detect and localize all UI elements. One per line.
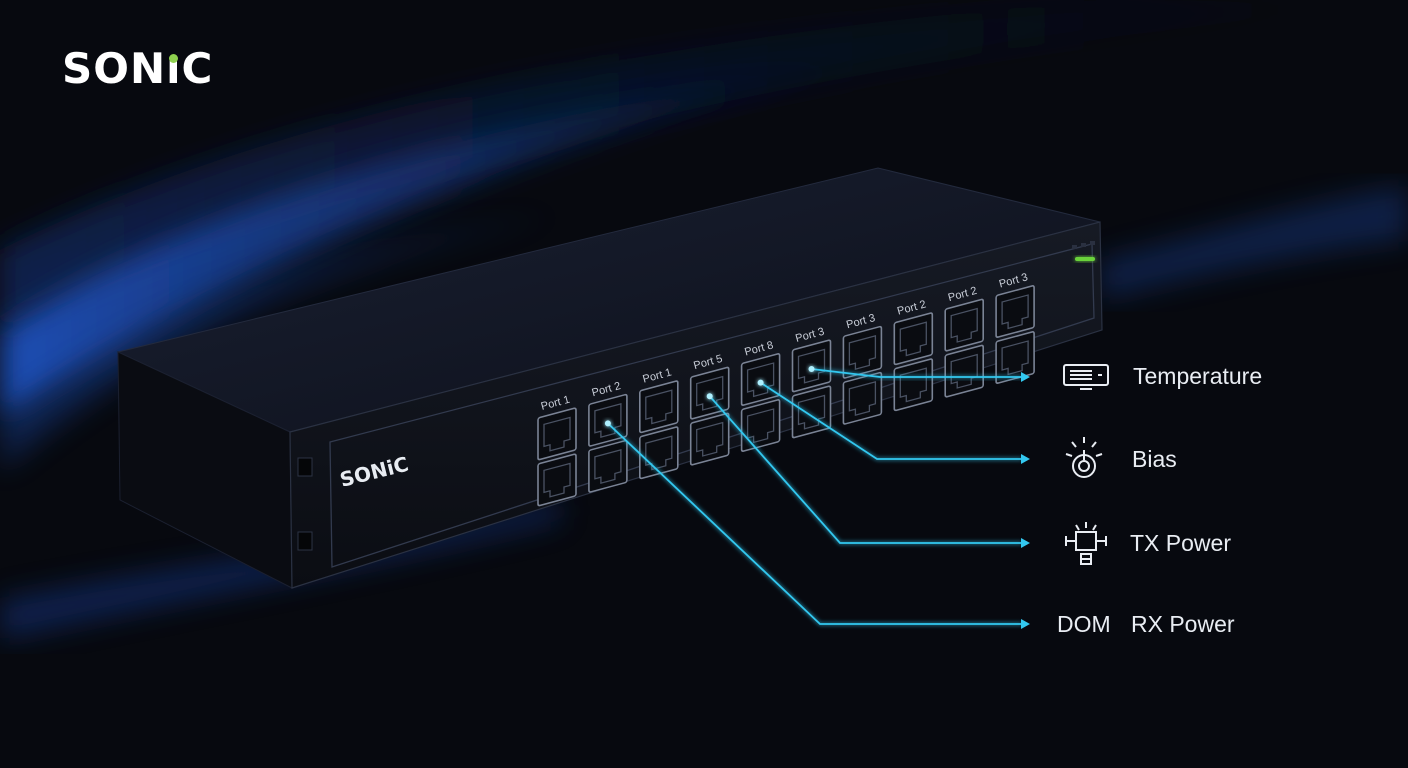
rj45-jack xyxy=(791,339,832,393)
connector-bias xyxy=(760,381,1022,460)
connector-rx-power xyxy=(607,422,1022,625)
port-glow-dot xyxy=(706,393,713,400)
rack-ear-slot xyxy=(297,531,313,551)
rj45-jack xyxy=(842,325,883,379)
rack-ear-slot xyxy=(297,457,313,477)
arrowhead xyxy=(1021,538,1030,548)
arrowhead xyxy=(1021,372,1030,382)
ethernet-port xyxy=(638,380,679,480)
rj45-jack-inner xyxy=(543,416,571,452)
port-glow-dot xyxy=(808,366,815,372)
callout-connectors xyxy=(604,366,1030,629)
rj45-jack-inner xyxy=(797,394,826,430)
rj45-jack-inner xyxy=(848,381,877,417)
connector-temperature xyxy=(811,368,1022,378)
rj45-jack xyxy=(995,285,1035,338)
rj45-jack xyxy=(689,412,730,466)
rj45-jack-inner xyxy=(746,408,775,444)
tx-transmitter-icon xyxy=(1064,520,1108,575)
arrowhead xyxy=(1021,619,1030,629)
ethernet-port xyxy=(740,353,781,452)
rj45-jack-inner xyxy=(899,321,927,357)
rj45-jack-inner xyxy=(594,449,622,485)
rj45-jack xyxy=(537,453,577,507)
callout-label-temperature: Temperature xyxy=(1133,363,1263,389)
thermometer-display-icon xyxy=(1062,362,1110,397)
rj45-jack xyxy=(893,358,934,412)
status-led-off xyxy=(1072,245,1077,249)
rj45-jack xyxy=(537,407,577,461)
logo-letter-i: ı xyxy=(166,44,182,93)
port-glow-dot xyxy=(604,420,611,427)
ethernet-port xyxy=(537,407,577,507)
rj45-jack-inner xyxy=(645,435,673,471)
rj45-jack-inner xyxy=(746,362,775,398)
logo-i-dot xyxy=(169,54,179,63)
rj45-jack-inner xyxy=(950,353,978,389)
rj45-jack xyxy=(740,399,781,452)
callout-label-tx-power: TX Power xyxy=(1130,530,1231,556)
rj45-jack xyxy=(791,385,832,439)
arrowhead xyxy=(1021,454,1030,464)
rj45-jack xyxy=(893,312,934,366)
callout-label-dom: DOM xyxy=(1057,611,1111,637)
rj45-jack xyxy=(588,439,628,493)
switch-front-bezel xyxy=(329,243,1095,568)
ethernet-port xyxy=(893,312,934,412)
status-led xyxy=(1075,257,1095,261)
rj45-jack-inner xyxy=(797,348,826,384)
rj45-jack-inner xyxy=(696,375,724,411)
rj45-jack-inner xyxy=(950,307,978,343)
rj45-jack-inner xyxy=(1001,340,1029,376)
ethernet-port xyxy=(944,298,985,398)
status-led-off xyxy=(1090,241,1095,245)
connector-tx-power xyxy=(709,395,1022,544)
rj45-jack-inner xyxy=(645,389,673,425)
callout-label-rx-power: RX Power xyxy=(1131,611,1235,637)
ethernet-port xyxy=(791,339,832,439)
callout-label-bias: Bias xyxy=(1132,446,1177,472)
rj45-jack xyxy=(740,353,781,406)
rj45-jack-inner xyxy=(1001,294,1029,330)
rj45-jack xyxy=(638,426,679,480)
bias-dial-icon xyxy=(1064,434,1104,489)
rj45-jack-inner xyxy=(543,462,571,498)
rj45-jack xyxy=(842,371,883,425)
rj45-jack-inner xyxy=(848,335,877,371)
ethernet-port xyxy=(842,325,883,425)
status-led-off xyxy=(1081,243,1086,247)
rj45-jack-inner xyxy=(696,421,724,457)
rj45-jack xyxy=(995,331,1035,384)
rj45-jack-inner xyxy=(594,403,622,439)
rj45-jack xyxy=(638,380,679,434)
ethernet-port xyxy=(995,285,1035,384)
rj45-jack xyxy=(944,298,985,352)
port-glow-dot xyxy=(757,379,764,386)
rj45-jack-inner xyxy=(899,367,927,403)
